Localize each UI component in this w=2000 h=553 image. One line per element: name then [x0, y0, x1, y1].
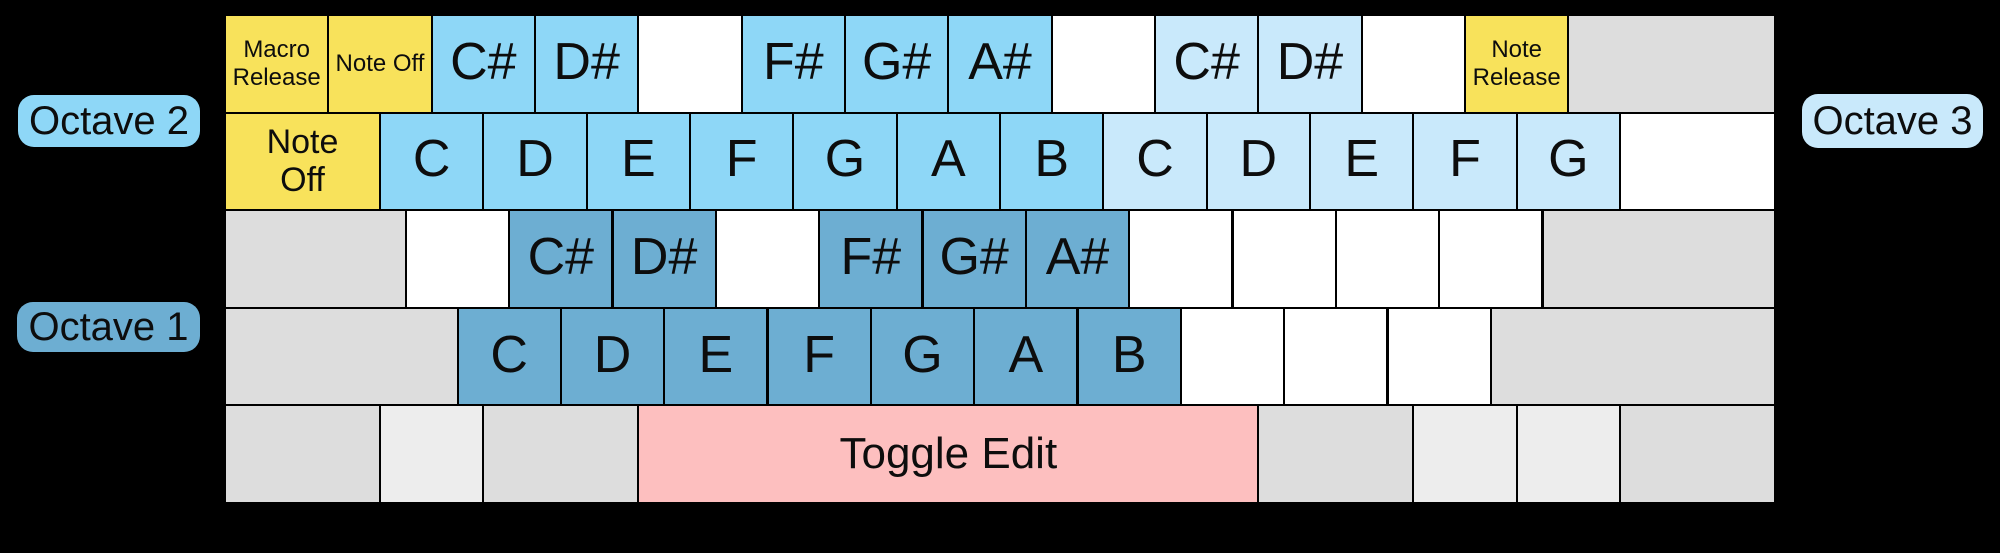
key-toggle-edit: Toggle Edit [638, 405, 1259, 503]
key-blank [1490, 307, 1775, 406]
key-e: E [586, 112, 690, 211]
key-c-sharp: C# [431, 15, 535, 113]
key-b: B [1077, 307, 1181, 406]
key-blank [1232, 210, 1336, 308]
key-blank [405, 210, 510, 308]
key-d: D [483, 112, 587, 211]
key-f: F [1413, 112, 1517, 211]
key-blank [1258, 405, 1414, 503]
key-blank [1051, 15, 1155, 113]
key-b: B [1000, 112, 1104, 211]
key-blank [380, 405, 484, 503]
octave-3-label: Octave 3 [1802, 94, 1983, 148]
key-g: G [870, 307, 975, 406]
key-f-sharp: F# [741, 15, 845, 113]
key-g-sharp: G# [845, 15, 949, 113]
key-blank [1620, 405, 1775, 503]
key-note-off: Note Off [225, 112, 380, 211]
key-blank [1335, 210, 1440, 308]
key-macro-release: Macro Release [225, 15, 329, 113]
key-a-sharp: A# [1025, 210, 1130, 308]
key-g: G [1516, 112, 1620, 211]
key-d: D [560, 307, 665, 406]
key-blank [1620, 112, 1775, 211]
key-g-sharp: G# [922, 210, 1026, 308]
key-a: A [896, 112, 1000, 211]
key-g: G [793, 112, 897, 211]
key-f: F [767, 307, 871, 406]
key-blank [1129, 210, 1233, 308]
key-blank [1180, 307, 1285, 406]
key-f-sharp: F# [819, 210, 923, 308]
key-d-sharp: D# [535, 15, 639, 113]
key-d-sharp: D# [612, 210, 716, 308]
key-blank [483, 405, 639, 503]
key-blank [1284, 307, 1388, 406]
key-d: D [1206, 112, 1310, 211]
key-c: C [380, 112, 484, 211]
key-c-sharp: C# [509, 210, 613, 308]
key-blank [225, 405, 380, 503]
key-blank [1387, 307, 1491, 406]
key-a-sharp: A# [948, 15, 1052, 113]
key-blank [225, 307, 458, 406]
key-e: E [1310, 112, 1414, 211]
octave-1-label: Octave 1 [17, 302, 200, 352]
key-c-sharp: C# [1155, 15, 1259, 113]
key-c: C [457, 307, 561, 406]
octave-2-label: Octave 2 [18, 95, 200, 147]
key-blank [1568, 15, 1775, 113]
key-blank [225, 210, 406, 308]
key-note-off: Note Off [328, 15, 432, 113]
key-e: E [664, 307, 768, 406]
key-blank [1413, 405, 1517, 503]
key-blank [1516, 405, 1620, 503]
key-blank [1361, 15, 1465, 113]
key-note-release: Note Release [1465, 15, 1569, 113]
key-c: C [1103, 112, 1207, 211]
key-f: F [690, 112, 794, 211]
key-blank [715, 210, 820, 308]
key-a: A [974, 307, 1078, 406]
key-blank [1542, 210, 1775, 308]
key-blank [1439, 210, 1543, 308]
key-d-sharp: D# [1258, 15, 1362, 113]
key-blank [638, 15, 742, 113]
